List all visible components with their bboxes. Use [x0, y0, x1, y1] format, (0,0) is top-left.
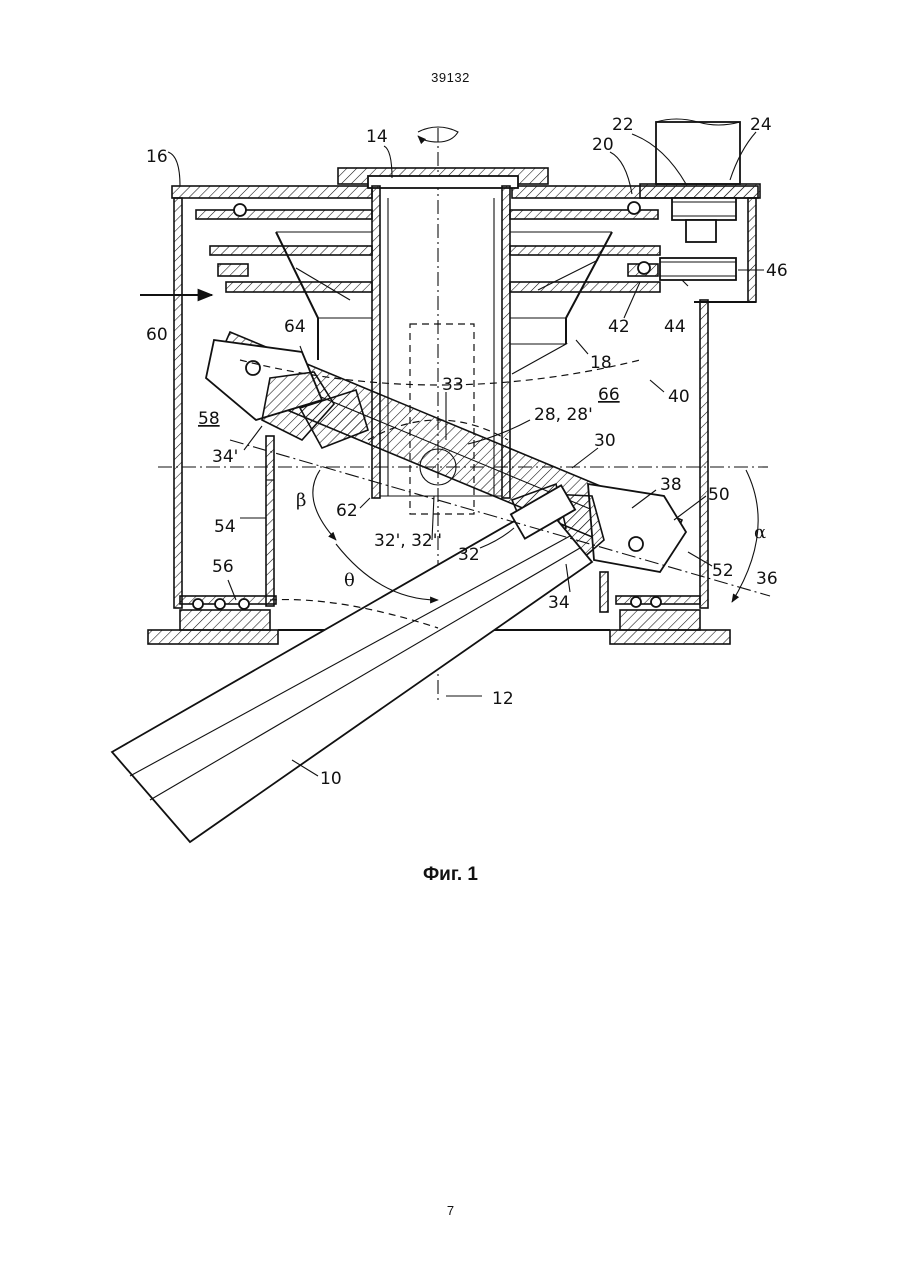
label-36: 36: [756, 569, 778, 589]
label-58: 58: [198, 409, 220, 429]
label-18: 18: [590, 353, 612, 373]
label-32b: 32', 32'': [374, 531, 442, 551]
label-52: 52: [712, 561, 734, 581]
figure-caption: Фиг. 1: [0, 864, 901, 886]
label-20: 20: [592, 135, 614, 155]
label-54: 54: [214, 517, 236, 537]
label-10: 10: [320, 769, 342, 789]
label-16: 16: [146, 147, 168, 167]
label-alpha: α: [754, 522, 766, 543]
label-50: 50: [708, 485, 730, 505]
label-60: 60: [146, 325, 168, 345]
label-22: 22: [612, 115, 634, 135]
label-28: 28, 28': [534, 405, 593, 425]
label-42: 42: [608, 317, 630, 337]
label-34b: 34': [212, 447, 238, 467]
label-33: 33: [442, 375, 464, 395]
label-66: 66: [598, 385, 620, 405]
label-38: 38: [660, 475, 682, 495]
label-theta: θ: [344, 570, 355, 591]
label-64: 64: [284, 317, 306, 337]
label-34: 34: [548, 593, 570, 613]
label-14: 14: [366, 127, 388, 147]
label-24: 24: [750, 115, 772, 135]
label-44: 44: [664, 317, 686, 337]
label-56: 56: [212, 557, 234, 577]
page-number: 7: [0, 1203, 901, 1218]
label-46: 46: [766, 261, 788, 281]
label-40: 40: [668, 387, 690, 407]
label-32: 32: [458, 545, 480, 565]
label-30: 30: [594, 431, 616, 451]
label-62: 62: [336, 501, 358, 521]
label-beta: β: [296, 490, 306, 511]
label-12: 12: [492, 689, 514, 709]
